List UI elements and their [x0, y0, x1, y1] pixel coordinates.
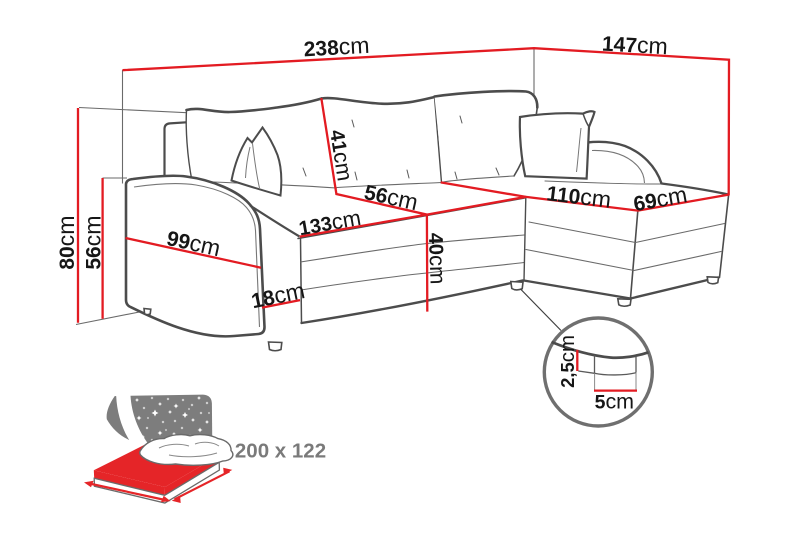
svg-text:110cm: 110cm [545, 179, 612, 212]
svg-text:2,5cm: 2,5cm [557, 335, 579, 388]
svg-text:69cm: 69cm [631, 181, 689, 216]
svg-text:18cm: 18cm [249, 277, 307, 313]
svg-text:80cm: 80cm [53, 216, 79, 270]
svg-text:200 x 122: 200 x 122 [235, 440, 326, 463]
svg-text:5cm: 5cm [595, 390, 634, 414]
svg-text:238cm: 238cm [303, 32, 370, 62]
svg-text:40cm: 40cm [424, 232, 451, 284]
svg-text:41cm: 41cm [325, 128, 358, 183]
svg-text:133cm: 133cm [297, 205, 363, 240]
svg-text:147cm: 147cm [601, 29, 668, 59]
svg-text:56cm: 56cm [80, 216, 106, 270]
